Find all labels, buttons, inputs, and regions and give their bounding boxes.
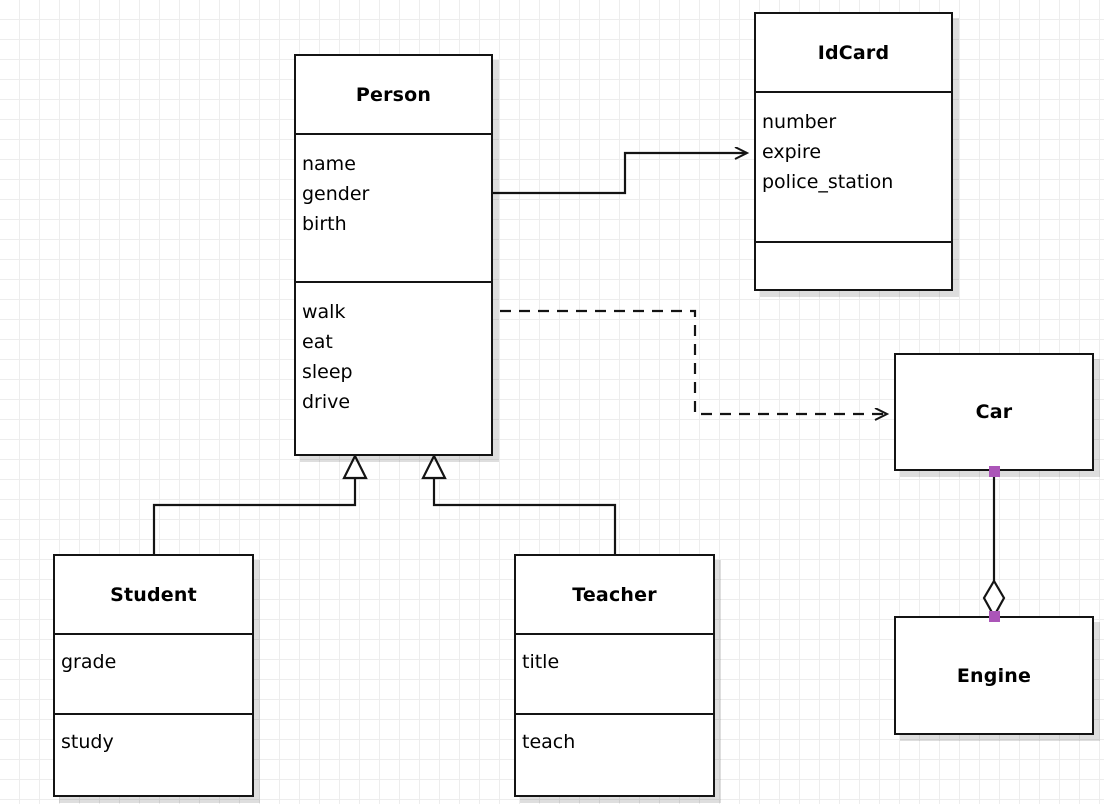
attribute-item: police_station xyxy=(762,171,894,193)
class-title-person: Person xyxy=(355,83,432,106)
edge-person-idcard[interactable] xyxy=(493,153,747,195)
edge-student-person[interactable] xyxy=(152,453,368,554)
edge-handle-car-end[interactable] xyxy=(989,466,1000,477)
method-item: teach xyxy=(522,731,576,753)
class-attributes-idcard: number expire police_station xyxy=(756,91,951,241)
method-item: walk xyxy=(302,301,346,323)
class-methods-person: walk eat sleep drive xyxy=(296,281,491,454)
class-box-person[interactable]: Person name gender birth walk eat sleep … xyxy=(294,54,493,456)
method-item: eat xyxy=(302,331,333,353)
class-methods-student: study xyxy=(55,713,252,795)
attribute-item: expire xyxy=(762,141,822,163)
class-box-engine[interactable]: Engine xyxy=(894,616,1094,735)
class-title-teacher: Teacher xyxy=(572,583,657,606)
attribute-item: gender xyxy=(302,183,370,205)
class-methods-idcard xyxy=(756,241,951,289)
attribute-item: birth xyxy=(302,213,347,235)
attribute-item: grade xyxy=(61,651,117,673)
class-attributes-person: name gender birth xyxy=(296,133,491,281)
class-box-teacher[interactable]: Teacher title teach xyxy=(514,554,715,797)
method-item: study xyxy=(61,731,114,753)
class-box-student[interactable]: Student grade study xyxy=(53,554,254,797)
attribute-item: name xyxy=(302,153,356,175)
class-title-car: Car xyxy=(975,401,1013,423)
class-box-idcard[interactable]: IdCard number expire police_station xyxy=(754,12,953,291)
edge-person-car[interactable] xyxy=(500,309,887,414)
edge-teacher-person[interactable] xyxy=(421,453,617,554)
edge-handle-engine-end[interactable] xyxy=(989,611,1000,622)
class-attributes-student: grade xyxy=(55,633,252,713)
class-title-engine: Engine xyxy=(956,664,1032,687)
edge-car-engine[interactable] xyxy=(982,471,1006,619)
method-item: drive xyxy=(302,391,351,413)
attribute-item: title xyxy=(522,651,560,673)
class-methods-teacher: teach xyxy=(516,713,713,795)
class-title-student: Student xyxy=(110,583,197,606)
class-title-idcard: IdCard xyxy=(817,41,890,64)
method-item: sleep xyxy=(302,361,353,383)
attribute-item: number xyxy=(762,111,837,133)
class-attributes-teacher: title xyxy=(516,633,713,713)
class-box-car[interactable]: Car xyxy=(894,353,1094,471)
